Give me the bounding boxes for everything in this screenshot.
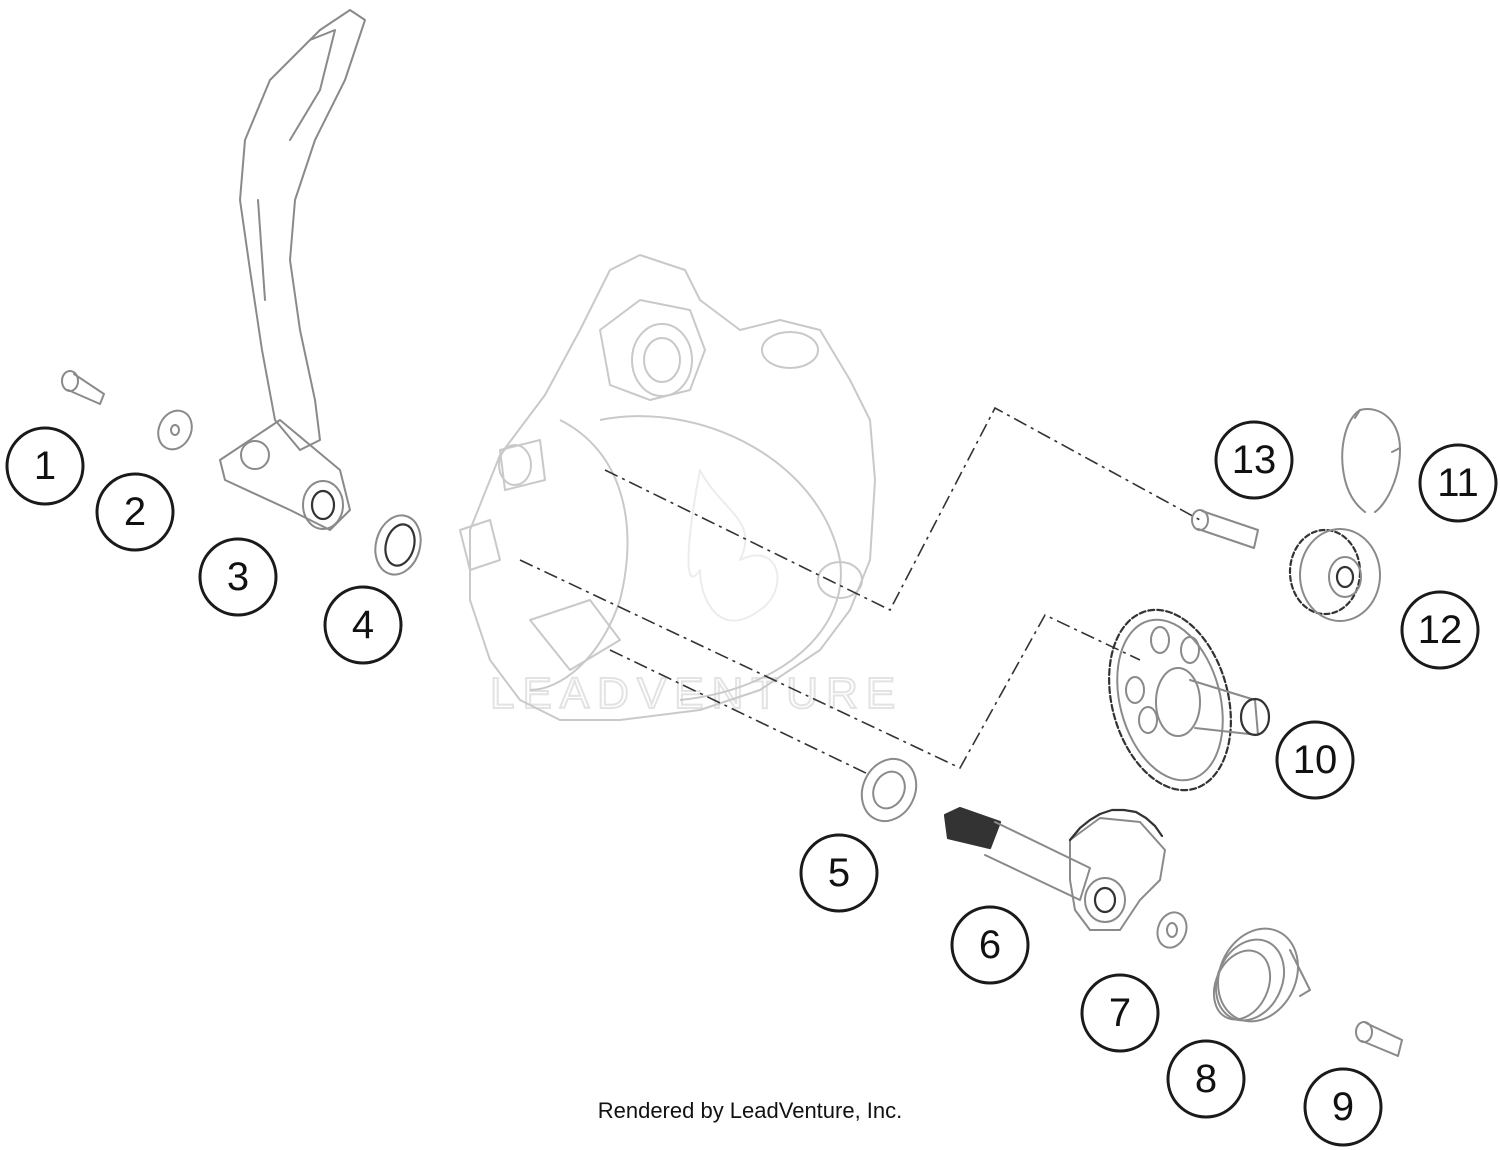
callout-2: 2 (95, 472, 175, 552)
callout-5: 5 (799, 833, 879, 913)
callout-label: 10 (1293, 738, 1338, 782)
callout-4: 4 (323, 585, 403, 665)
callout-10: 10 (1275, 720, 1355, 800)
callout-6: 6 (950, 905, 1030, 985)
callout-label: 2 (124, 490, 146, 534)
callout-label: 11 (1437, 461, 1479, 505)
part-kick-gear (1288, 528, 1381, 622)
callout-label: 12 (1418, 608, 1463, 652)
part-dowel-pin (1191, 509, 1259, 549)
part-washer (157, 409, 193, 451)
callout-label: 5 (828, 851, 850, 895)
part-small-washer (1156, 911, 1188, 949)
part-kickstart-lever (219, 9, 366, 531)
callout-label: 6 (979, 923, 1001, 967)
part-kickstarter-shaft (943, 806, 1166, 931)
assembly-lines (519, 406, 1201, 776)
callout-7: 7 (1080, 973, 1160, 1053)
callout-label: 9 (1332, 1085, 1354, 1129)
callout-3: 3 (198, 537, 278, 617)
watermark: LEADVENTURE (489, 469, 896, 719)
part-intermediate-gear (1108, 608, 1271, 792)
callout-label: 13 (1232, 438, 1277, 482)
callout-1: 1 (5, 426, 85, 506)
part-bolt (61, 370, 105, 405)
callout-12: 12 (1400, 590, 1480, 670)
callout-label: 3 (227, 555, 249, 599)
callout-label: 1 (34, 444, 56, 488)
render-credit: Rendered by LeadVenture, Inc. (597, 1098, 903, 1123)
crankcase-cover (459, 254, 876, 721)
part-circlip (1341, 408, 1401, 513)
callout-9: 9 (1303, 1067, 1383, 1147)
part-oil-seal (374, 514, 422, 576)
callout-11: 11 (1418, 443, 1498, 523)
callout-label: 8 (1195, 1057, 1217, 1101)
part-thrust-washer (860, 757, 918, 823)
callout-8: 8 (1166, 1039, 1246, 1119)
part-pin (1355, 1021, 1403, 1057)
callout-label: 4 (352, 603, 374, 647)
callout-13: 13 (1214, 420, 1294, 500)
callout-label: 7 (1109, 991, 1131, 1035)
part-return-spring (1212, 927, 1311, 1023)
